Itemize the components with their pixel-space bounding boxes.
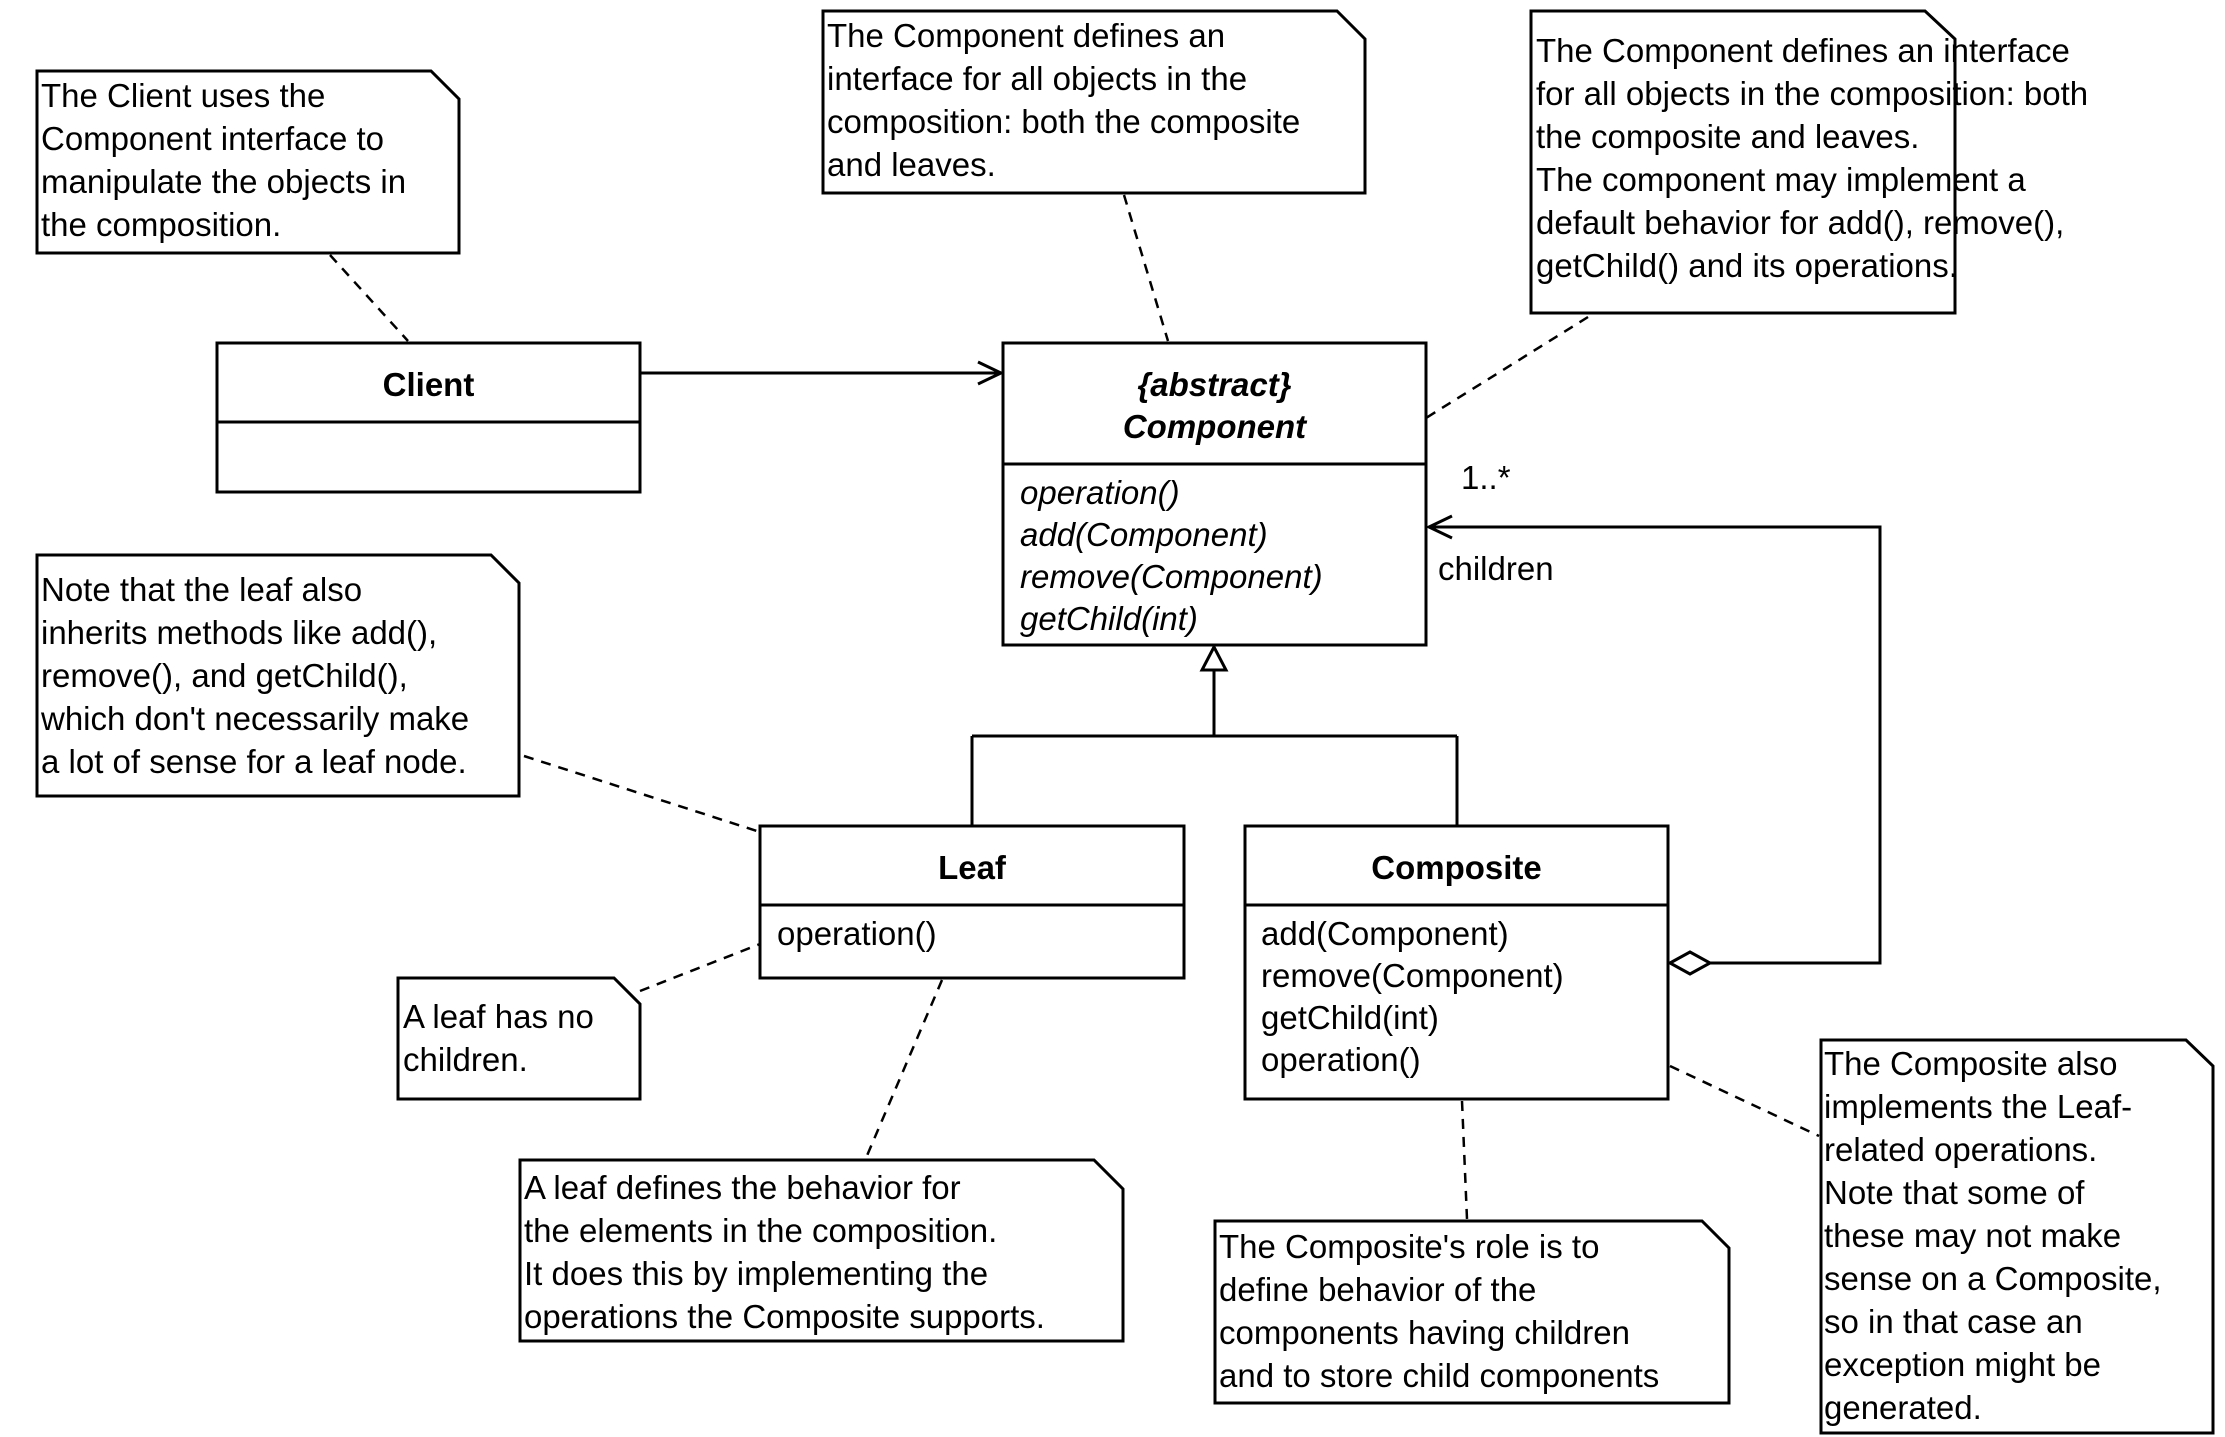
composite-method: add(Component) xyxy=(1261,915,1509,952)
component-method: remove(Component) xyxy=(1020,558,1323,595)
component-note-long-anchor xyxy=(1425,315,1589,420)
client-class-box xyxy=(215,341,642,494)
component-class-name: Component xyxy=(1122,408,1307,445)
composite-also-note: The Composite also implements the Leaf- … xyxy=(1824,1045,2162,1426)
client-note: The Client uses the Component interface … xyxy=(41,77,407,243)
leaf-inherits-note-anchor xyxy=(523,754,761,834)
aggregation-diamond xyxy=(1666,950,1714,976)
composite-also-note-shape xyxy=(1819,1038,2215,1435)
composite-methods: add(Component) remove(Component) getChil… xyxy=(1261,913,1564,1081)
leaf-methods: operation() xyxy=(777,913,937,955)
client-note-anchor xyxy=(329,254,409,342)
leaf-no-children-note-anchor xyxy=(639,942,761,993)
leaf-inherits-note-shape xyxy=(35,553,521,798)
composite-role-note-shape xyxy=(1213,1219,1731,1405)
component-note-short: The Component defines an interface for a… xyxy=(827,17,1301,183)
leaf-behavior-note-anchor xyxy=(864,979,944,1159)
client-note-shape xyxy=(35,69,461,255)
component-note-short-anchor xyxy=(1122,194,1170,342)
component-method: getChild(int) xyxy=(1020,600,1198,637)
component-method: operation() xyxy=(1020,474,1180,511)
children-arrowhead xyxy=(1425,514,1453,540)
component-note-long: The Component defines an interface for a… xyxy=(1536,32,2089,284)
composite-class-name: Composite xyxy=(1371,849,1542,886)
component-note-short-shape xyxy=(821,9,1367,195)
composite-method: operation() xyxy=(1261,1041,1421,1078)
association-role-label: children xyxy=(1438,550,1554,587)
leaf-method: operation() xyxy=(777,915,937,952)
component-method: add(Component) xyxy=(1020,516,1268,553)
component-stereotype: {abstract} xyxy=(1137,366,1292,403)
composite-method: remove(Component) xyxy=(1261,957,1564,994)
component-methods: operation() add(Component) remove(Compon… xyxy=(1020,472,1323,640)
composite-method: getChild(int) xyxy=(1261,999,1439,1036)
association-multiplicity: 1..* xyxy=(1461,459,1511,496)
composite-also-note-anchor xyxy=(1669,1064,1820,1138)
leaf-behavior-note-shape xyxy=(518,1158,1125,1343)
children-aggregation-line xyxy=(1430,525,1882,965)
leaf-no-children-note: A leaf has no children. xyxy=(403,998,594,1078)
composite-role-note: The Composite's role is to define behavi… xyxy=(1219,1228,1660,1394)
generalization-triangle xyxy=(1199,643,1229,672)
leaf-no-children-note-shape xyxy=(396,976,642,1101)
component-note-long-shape xyxy=(1529,9,1957,315)
leaf-behavior-note: A leaf defines the behavior for the elem… xyxy=(524,1169,1045,1335)
client-class-name: Client xyxy=(382,366,475,403)
leaf-inherits-note: Note that the leaf also inherits methods… xyxy=(41,571,470,780)
composite-role-note-anchor xyxy=(1460,1100,1469,1220)
association-arrowhead xyxy=(977,360,1005,386)
leaf-class-name: Leaf xyxy=(938,849,1006,886)
